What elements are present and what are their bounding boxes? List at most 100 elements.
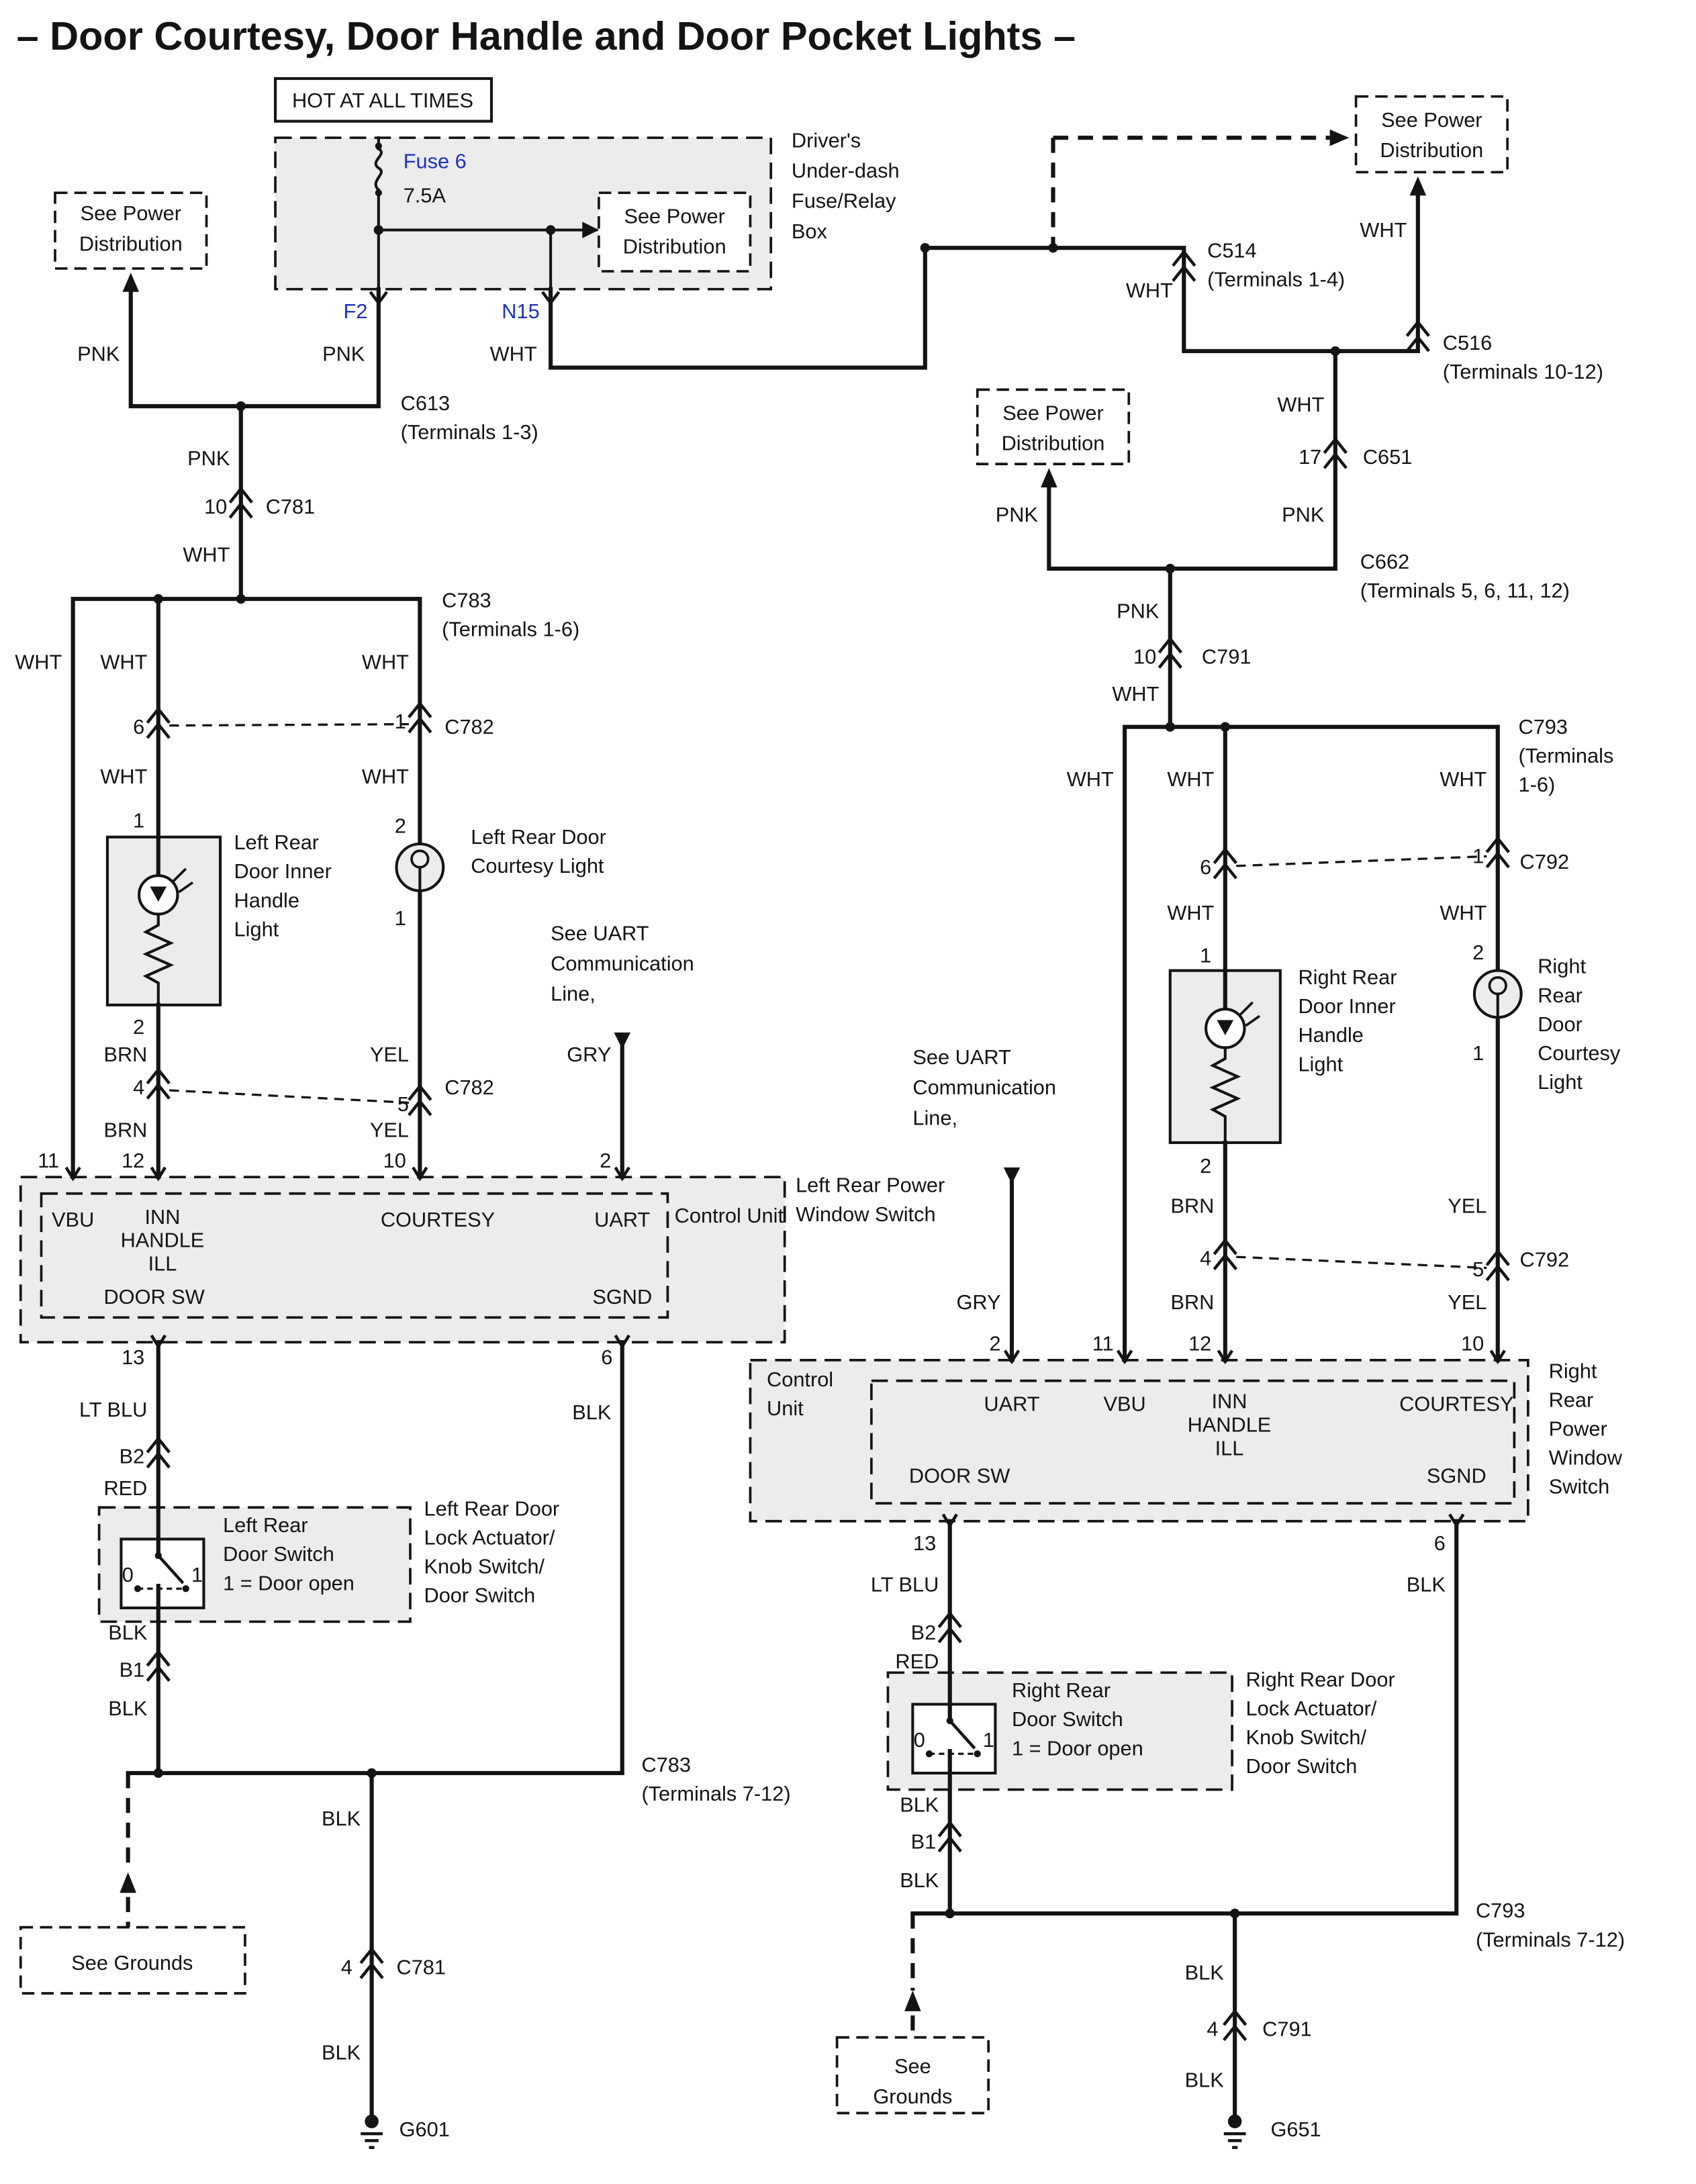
component-label: Door Switch bbox=[1246, 1754, 1358, 1778]
ground-arrow-up-icon bbox=[904, 1990, 921, 2011]
wire-color-label: BLK bbox=[322, 2040, 361, 2064]
wire-color-label: BRN bbox=[1170, 1194, 1214, 1217]
see-power-distribution-box-topright bbox=[1354, 95, 1509, 174]
pin-number-label: 13 bbox=[122, 1345, 144, 1369]
cu-pin-label: HANDLE bbox=[1188, 1413, 1272, 1436]
left-control-unit-outer-box bbox=[19, 1176, 786, 1344]
bulb-ray-icons bbox=[173, 867, 1261, 1027]
labels: – Door Courtesy, Door Handle and Door Po… bbox=[15, 13, 1625, 2141]
see-power-distribution-box-fuse bbox=[598, 191, 752, 273]
component-label: Courtesy bbox=[1538, 1041, 1621, 1065]
component-label: Lock Actuator/ bbox=[1246, 1697, 1377, 1720]
wire-color-label: YEL bbox=[370, 1043, 409, 1066]
component-label: Right Rear Door bbox=[1246, 1668, 1395, 1691]
component-label: Left Rear bbox=[223, 1513, 308, 1537]
control-unit-label: Unit bbox=[767, 1396, 804, 1420]
contact-dot bbox=[375, 189, 382, 197]
see-power-label: See Power bbox=[1381, 108, 1482, 132]
contact-dot bbox=[154, 1552, 162, 1560]
contact-dot bbox=[946, 1717, 953, 1725]
control-unit-label: Control Unit bbox=[675, 1204, 784, 1227]
cu-pin-label: SGND bbox=[1427, 1464, 1487, 1487]
fuse-box-label: Fuse/Relay bbox=[792, 189, 896, 213]
pin-number-label: 11 bbox=[38, 1149, 59, 1172]
component-label: Left Rear bbox=[234, 830, 319, 854]
arrow-right-icon bbox=[582, 222, 599, 238]
ground-hatch-g601 bbox=[361, 2132, 383, 2149]
wire-color-label: WHT bbox=[1440, 767, 1487, 791]
connector-label: (Terminals 7-12) bbox=[641, 1782, 790, 1805]
see-power-label: See Power bbox=[81, 201, 181, 225]
connector-label: C782 bbox=[444, 715, 494, 739]
component-label: Courtesy Light bbox=[471, 854, 604, 877]
wire-color-label: YEL bbox=[1448, 1194, 1487, 1217]
junction-dot bbox=[367, 1768, 377, 1778]
contact-dot bbox=[925, 1750, 933, 1758]
connector-label: C781 bbox=[266, 495, 316, 518]
connector-label: C783 bbox=[641, 1753, 691, 1776]
contact-dot bbox=[182, 1585, 189, 1593]
pin-number-label: B2 bbox=[911, 1621, 937, 1644]
arrow-down-icon bbox=[614, 1032, 631, 1049]
pin-number-label: B1 bbox=[120, 1658, 145, 1681]
component-label: Door Inner bbox=[234, 859, 332, 883]
arrow-up-icon bbox=[1041, 468, 1057, 487]
right-door-switch-inner-box bbox=[911, 1703, 997, 1775]
pin-number-label: 4 bbox=[1207, 2017, 1218, 2041]
control-unit-label: Control bbox=[767, 1368, 833, 1391]
see-power-label: Distribution bbox=[623, 234, 726, 258]
wire-color-label: WHT bbox=[490, 342, 537, 365]
pin-number-label: 6 bbox=[133, 715, 144, 739]
cu-pin-label: COURTESY bbox=[1399, 1392, 1513, 1416]
junction-dot bbox=[1048, 243, 1058, 253]
switch-position-label: 0 bbox=[914, 1728, 925, 1752]
fuse-box-label: Box bbox=[792, 220, 828, 243]
pin-number-label: 2 bbox=[395, 814, 406, 838]
component-label: Right bbox=[1538, 955, 1586, 978]
connector-label: C791 bbox=[1202, 645, 1252, 668]
arrow-down-icon bbox=[1003, 1167, 1021, 1184]
wire-color-label: BLK bbox=[572, 1400, 612, 1424]
junction-dot bbox=[1165, 563, 1175, 574]
right-handle-bulb-triangle-icon bbox=[1217, 1020, 1234, 1035]
left-handle-resistor-icon bbox=[142, 912, 175, 1006]
wire-color-label: RED bbox=[103, 1476, 147, 1500]
wire-color-label: PNK bbox=[322, 342, 365, 365]
cu-pin-label: INN bbox=[1211, 1390, 1247, 1413]
wire-color-label: WHT bbox=[15, 651, 62, 674]
pin-number-label: 2 bbox=[1472, 941, 1484, 964]
cu-pin-label: VBU bbox=[52, 1208, 94, 1231]
wire-color-label: BLK bbox=[108, 1697, 148, 1720]
connector-link-dashed-lines bbox=[169, 722, 1487, 1270]
component-label: Handle bbox=[1298, 1023, 1363, 1047]
connector-label: C782 bbox=[444, 1076, 494, 1099]
see-power-distribution-box-left bbox=[54, 191, 208, 270]
see-power-distribution-box-mid bbox=[976, 388, 1131, 465]
see-grounds-label: Grounds bbox=[873, 2085, 952, 2108]
cu-pin-label: DOOR SW bbox=[909, 1464, 1010, 1487]
wire-color-label: WHT bbox=[1167, 767, 1214, 791]
component-label: Lock Actuator/ bbox=[424, 1526, 555, 1550]
cu-pin-label: HANDLE bbox=[121, 1229, 205, 1252]
connector-label: C662 bbox=[1360, 550, 1410, 573]
component-label: Right bbox=[1549, 1360, 1597, 1383]
fuse-name-label: Fuse 6 bbox=[404, 149, 467, 173]
connector-label: (Terminals 1-3) bbox=[401, 420, 538, 444]
cu-pin-label: UART bbox=[984, 1392, 1039, 1416]
see-grounds-box-right bbox=[835, 2036, 990, 2115]
wire-color-label: BLK bbox=[1407, 1572, 1446, 1596]
see-power-label: Distribution bbox=[1002, 432, 1105, 455]
pin-number-label: 12 bbox=[1188, 1332, 1211, 1356]
pin-number-label: 10 bbox=[1461, 1332, 1484, 1356]
connector-label: C781 bbox=[396, 1955, 446, 1979]
wire-color-label: WHT bbox=[1440, 901, 1487, 924]
pin-number-label: 12 bbox=[122, 1149, 144, 1172]
ground-label: G601 bbox=[399, 2118, 450, 2141]
wire-color-label: WHT bbox=[100, 651, 147, 674]
left-control-unit-inner-box bbox=[40, 1192, 669, 1319]
junction-dot bbox=[945, 1908, 955, 1919]
pin-number-label: 10 bbox=[1133, 645, 1156, 668]
uart-note-label: See UART bbox=[551, 922, 649, 945]
